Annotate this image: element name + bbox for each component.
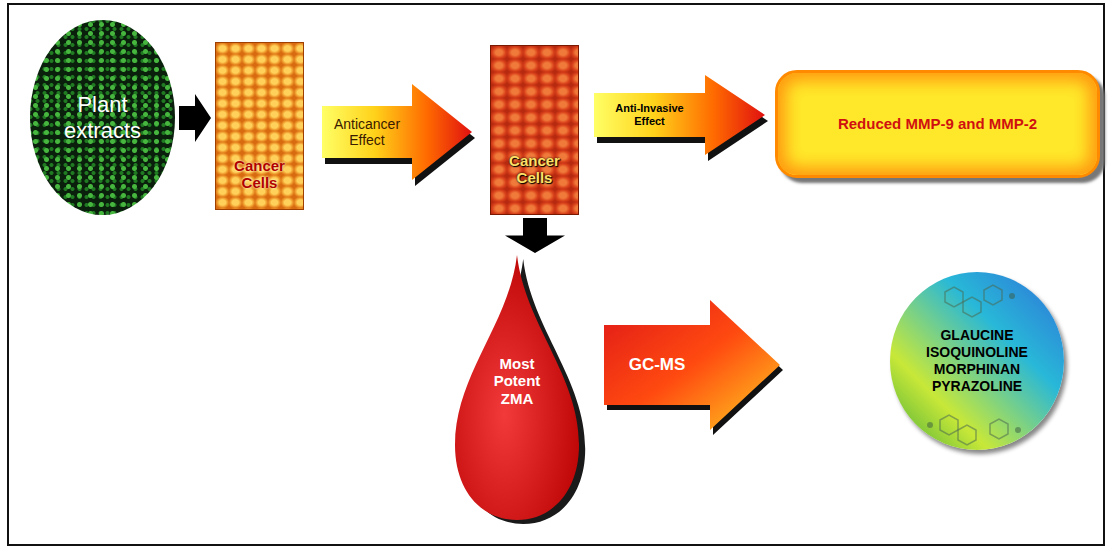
atom-dot <box>927 422 933 428</box>
cancer-cell-image: Cancer Cells <box>490 45 579 215</box>
hexagon-ring <box>990 419 1008 439</box>
drop-outline <box>455 255 579 520</box>
molecule-rings <box>940 285 1008 445</box>
extract-drop: Most Potent ZMA <box>455 255 579 520</box>
hexagon-ring <box>958 425 976 445</box>
block-arrow <box>505 218 565 253</box>
hexagon-ring <box>963 297 981 317</box>
block-arrow <box>322 84 472 180</box>
arrow-label: Anti-Invasive Effect <box>605 102 695 127</box>
hexagon-ring <box>940 415 958 435</box>
hexagon-ring <box>945 287 963 307</box>
plant-extract-ellipse: Plant extracts <box>30 20 175 215</box>
atom-dots <box>927 293 1021 433</box>
result-box: Reduced MMP-9 and MMP-2 <box>775 70 1100 178</box>
picture-frame <box>8 4 1104 545</box>
arrow-label: Anticancer Effect <box>322 116 412 148</box>
hexagon-ring <box>984 285 1002 305</box>
node-text: Cancer Cells <box>220 157 299 192</box>
block-arrow <box>604 300 780 430</box>
node-text: Reduced MMP-9 and MMP-2 <box>838 115 1037 132</box>
node-text: Plant extracts <box>50 92 155 143</box>
compound-circle: GLAUCINE ISOQUINOLINE MORPHINAN PYRAZOLI… <box>890 272 1064 450</box>
block-arrow <box>179 94 211 142</box>
block-arrow <box>594 75 765 155</box>
atom-dot <box>1015 427 1021 433</box>
node-text: Most Potent ZMA <box>477 355 557 407</box>
node-text: GLAUCINE ISOQUINOLINE MORPHINAN PYRAZOLI… <box>906 327 1048 394</box>
cancer-cell-image: Cancer Cells <box>215 42 304 210</box>
atom-dot <box>1009 293 1015 299</box>
arrow-label: GC-MS <box>612 355 702 375</box>
node-text: Cancer Cells <box>495 152 574 187</box>
